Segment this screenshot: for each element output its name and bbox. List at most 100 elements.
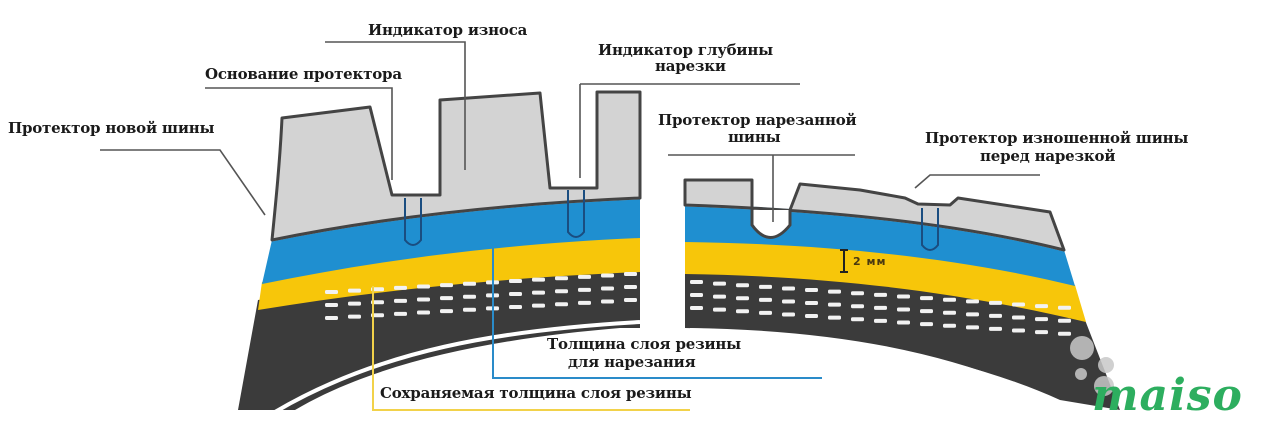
regroove-cut <box>750 210 792 239</box>
cord-dash <box>325 316 338 320</box>
cord-dash <box>1058 318 1071 323</box>
cord-dash <box>532 303 545 308</box>
cord-dash <box>1035 304 1048 309</box>
cord-dash <box>463 281 476 286</box>
cord-dash <box>920 322 933 327</box>
cord-dashes-right <box>690 280 1071 336</box>
cord-dash <box>966 299 979 304</box>
cord-dash <box>394 285 407 290</box>
cord-dash <box>759 297 772 302</box>
cord-dash <box>966 312 979 317</box>
cord-dash <box>690 280 703 284</box>
cord-dash <box>874 318 887 323</box>
cord-dash <box>966 325 979 330</box>
cord-dash <box>601 286 614 291</box>
cord-dash <box>989 326 1002 331</box>
wear-indicator-groove-1 <box>404 198 422 246</box>
cord-dash <box>440 296 453 301</box>
watermark-avito: Avito <box>1120 344 1200 379</box>
cord-dash <box>897 320 910 325</box>
cord-dash <box>348 314 361 319</box>
label-worn-tread-2: перед нарезкой <box>980 147 1116 165</box>
cord-dash <box>851 317 864 322</box>
cord-dash <box>759 310 772 315</box>
cord-dash <box>690 306 703 310</box>
leader-regroove-layer <box>492 248 822 379</box>
cord-dash <box>1012 315 1025 320</box>
cord-dash <box>874 305 887 310</box>
leader-wear-indicator <box>325 41 466 170</box>
cord-dash <box>1012 328 1025 333</box>
cord-dash <box>874 292 887 297</box>
cord-dash <box>1035 317 1048 322</box>
cord-dash <box>690 293 703 297</box>
wear-indicator-groove-2 <box>567 190 585 238</box>
cord-dash <box>509 291 522 296</box>
leader-tread-base <box>205 87 393 180</box>
cord-dash <box>624 285 637 290</box>
label-regroove-layer-2: для нарезания <box>568 353 696 371</box>
cord-dash <box>555 276 568 281</box>
cord-dash <box>325 290 338 294</box>
cord-dash <box>509 304 522 309</box>
cord-dash <box>897 294 910 299</box>
cord-dash <box>1012 302 1025 307</box>
cord-dash <box>394 311 407 316</box>
cord-dash <box>371 287 384 292</box>
cord-dash <box>736 309 749 314</box>
cord-dash <box>463 307 476 312</box>
label-tread-base: Основание протектора <box>205 65 402 83</box>
cord-dash <box>897 307 910 312</box>
label-groove-depth-indicator-2: нарезки <box>655 57 726 75</box>
label-retained-layer: Сохраняемая толщина слоя резины <box>380 384 692 402</box>
cord-dash <box>417 284 430 289</box>
cord-dash <box>989 300 1002 305</box>
label-regrooved-tread-2: шины <box>728 128 781 146</box>
label-new-tire-tread: Протектор новой шины <box>8 119 215 137</box>
cord-dash <box>943 297 956 302</box>
leader-retained-layer <box>372 286 690 411</box>
watermark-maiso: maiso <box>1092 370 1243 421</box>
cord-dash <box>920 296 933 301</box>
cord-dash <box>851 304 864 309</box>
cord-dash <box>578 300 591 305</box>
cord-dash <box>920 309 933 314</box>
cord-dash <box>943 310 956 315</box>
cord-dash <box>624 272 637 277</box>
cord-dash <box>509 278 522 283</box>
inner-arc-left <box>273 320 641 414</box>
cord-dash <box>371 313 384 318</box>
cord-dash <box>555 302 568 307</box>
tread-blocks-left <box>270 90 642 242</box>
label-regrooved-tread-1: Протектор нарезанной <box>658 111 857 129</box>
cord-dash <box>532 277 545 282</box>
cord-dash <box>555 289 568 294</box>
cord-dash <box>828 302 841 307</box>
carcass-left <box>238 266 640 410</box>
cord-dash <box>440 283 453 288</box>
cord-dash <box>417 310 430 315</box>
cord-dash <box>348 288 361 293</box>
cord-dash <box>532 290 545 295</box>
cord-dash <box>371 300 384 305</box>
label-groove-depth-indicator-1: Индикатор глубины <box>598 41 773 59</box>
label-wear-indicator: Индикатор износа <box>368 21 528 39</box>
cord-dashes-left <box>325 272 637 320</box>
cord-dash <box>624 298 637 303</box>
cord-dash <box>1058 331 1071 336</box>
cord-dash <box>578 274 591 279</box>
label-worn-tread-1: Протектор изношенной шины <box>925 129 1189 147</box>
inner-arc-right <box>689 328 1061 407</box>
cord-dash <box>601 299 614 304</box>
wear-indicator-groove-3 <box>921 208 939 251</box>
label-2mm: 2 мм <box>853 255 887 268</box>
regrooved-tire-section <box>683 178 1120 410</box>
cord-dash <box>348 301 361 306</box>
cord-dash <box>782 299 795 304</box>
leader-worn-tread <box>914 174 1040 189</box>
cord-dash <box>601 273 614 278</box>
cord-dash <box>736 283 749 288</box>
cord-dash <box>440 309 453 314</box>
cord-dash <box>805 288 818 293</box>
